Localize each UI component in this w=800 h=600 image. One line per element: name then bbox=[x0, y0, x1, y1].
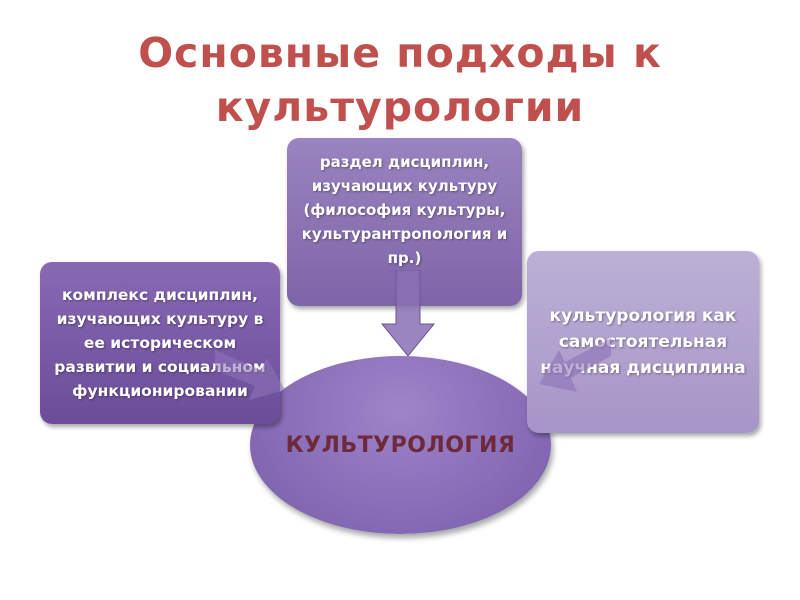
arrow-left-icon bbox=[539, 338, 611, 392]
left-box: комплекс дисциплин, изучающих культуру в… bbox=[40, 262, 280, 424]
arrow-down-icon bbox=[380, 270, 436, 357]
center-label: КУЛЬТУРОЛОГИЯ bbox=[285, 432, 516, 458]
left-box-text: комплекс дисциплин, изучающих культуру в… bbox=[54, 286, 266, 400]
center-ellipse: КУЛЬТУРОЛОГИЯ bbox=[250, 356, 551, 534]
right-box: культурология как самостоятельная научна… bbox=[527, 251, 759, 433]
slide-title: Основные подходы к культурологии bbox=[0, 26, 800, 134]
title-line-1: Основные подходы к bbox=[138, 29, 662, 77]
top-box-text: раздел дисциплин, изучающих культуру (фи… bbox=[301, 153, 508, 267]
arrow-right-icon bbox=[215, 350, 285, 400]
title-line-2: культурологии bbox=[215, 83, 585, 131]
